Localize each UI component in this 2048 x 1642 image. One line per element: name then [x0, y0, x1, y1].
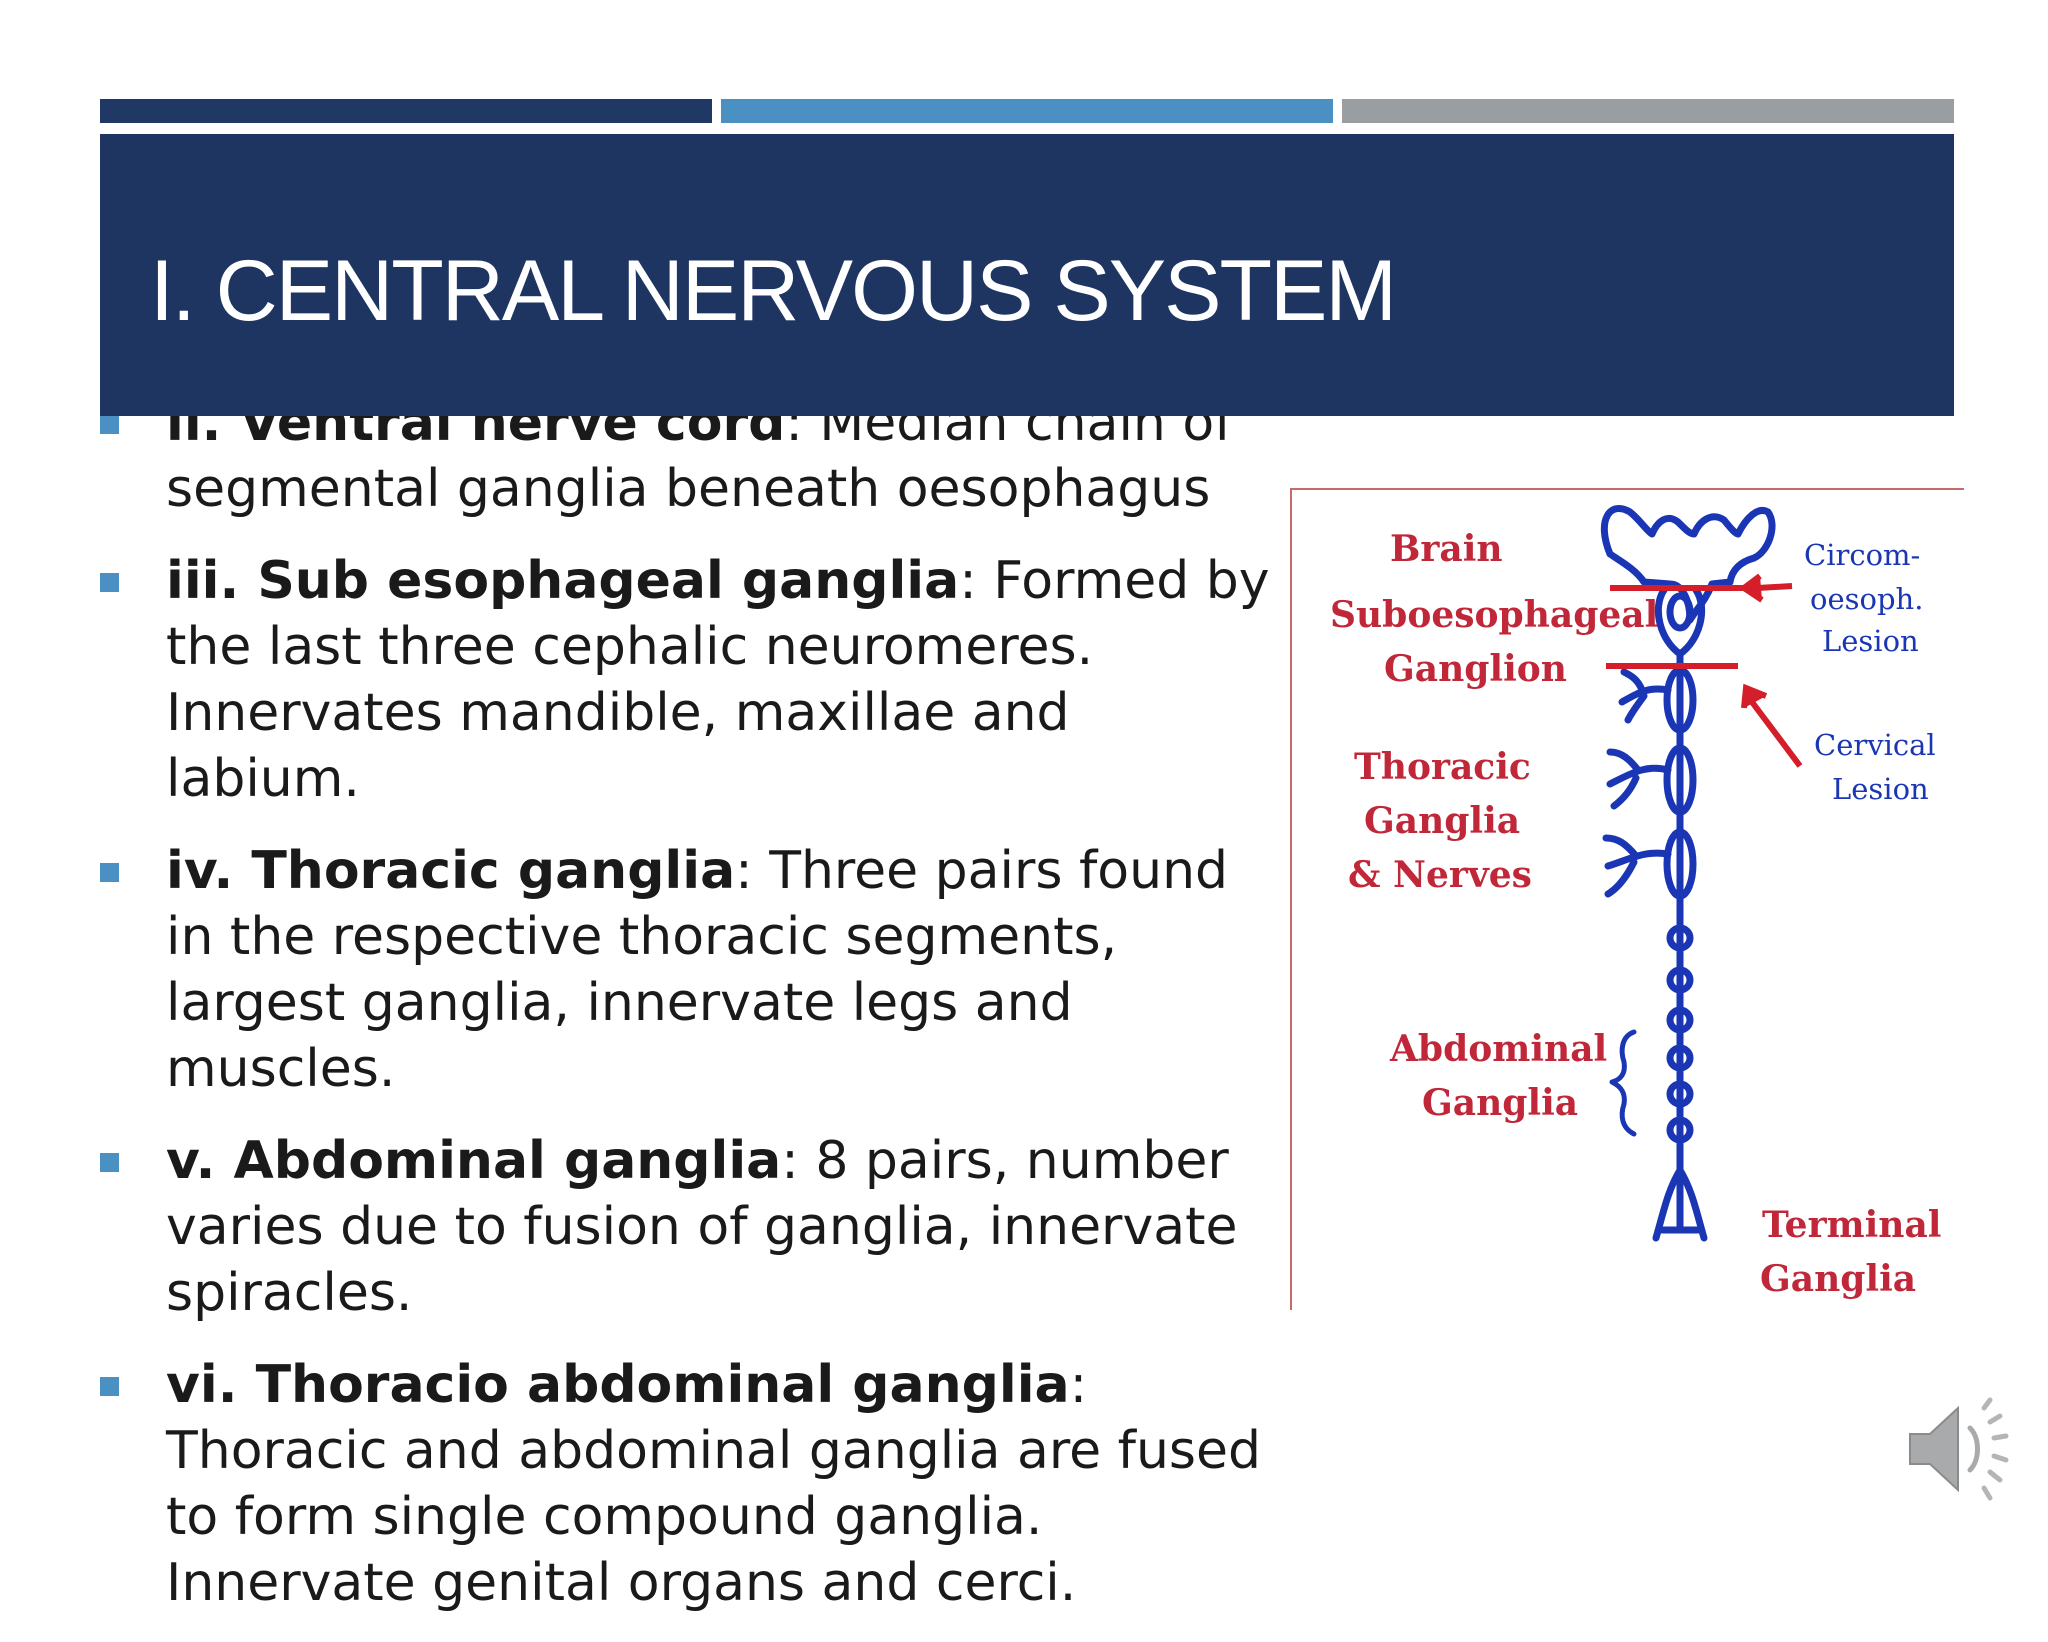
- bullet-marker: [100, 573, 119, 592]
- bullet-item: iii. Sub esophageal ganglia: Formed by t…: [100, 548, 1270, 812]
- bullet-item: v. Abdominal ganglia: 8 pairs, number va…: [100, 1128, 1270, 1326]
- label-abdominal-1: Abdominal: [1390, 1028, 1608, 1070]
- accent-bar-gray: [1342, 99, 1954, 123]
- lesion-markers: [1606, 573, 1803, 768]
- bullet-term: iv. Thoracic ganglia: [166, 841, 736, 901]
- label-terminal-2: Ganglia: [1760, 1258, 1917, 1300]
- nerve-cord-drawing: [1600, 505, 1776, 1242]
- bullet-term: v. Abdominal ganglia: [166, 1131, 782, 1191]
- label-thoracic-3: & Nerves: [1348, 854, 1532, 896]
- title-band: I. CENTRAL NERVOUS SYSTEM: [100, 134, 1954, 416]
- bullet-term: iii. Sub esophageal ganglia: [166, 551, 960, 611]
- bullet-item: vi. Thoracio abdominal ganglia: Thoracic…: [100, 1352, 1270, 1616]
- bullet-marker: [100, 1377, 119, 1396]
- bullet-marker: [100, 1153, 119, 1172]
- accent-bar-blue: [721, 99, 1333, 123]
- bullet-item: ii. Ventral nerve cord: Median chain of …: [100, 390, 1270, 522]
- bullet-marker: [100, 415, 119, 434]
- bullet-text: : Median chain of segmental ganglia bene…: [166, 393, 1233, 519]
- label-brain: Brain: [1390, 528, 1503, 570]
- bullet-marker: [100, 863, 119, 882]
- slide-title: I. CENTRAL NERVOUS SYSTEM: [150, 243, 1397, 339]
- speaker-icon[interactable]: [1904, 1394, 2014, 1504]
- bullet-text: : 8 pairs, number varies due to fusion o…: [166, 1131, 1238, 1323]
- label-subesophageal-2: Ganglion: [1384, 648, 1567, 690]
- label-subesophageal-1: Suboesophageal: [1330, 594, 1659, 636]
- label-circum-1: Circom-: [1804, 538, 1921, 572]
- bullet-item: iv. Thoracic ganglia: Three pairs found …: [100, 838, 1270, 1102]
- label-cervical-1: Cervical: [1814, 728, 1936, 762]
- bullet-list: ii. Ventral nerve cord: Median chain of …: [100, 390, 1270, 1642]
- label-terminal-1: Terminal: [1762, 1204, 1942, 1246]
- bullet-text: : Formed by the last three cephalic neur…: [166, 551, 1270, 809]
- diagram-drawing: [1600, 505, 1803, 1242]
- label-circum-3: Lesion: [1822, 624, 1919, 658]
- label-thoracic-1: Thoracic: [1354, 746, 1531, 788]
- label-thoracic-2: Ganglia: [1364, 800, 1521, 842]
- label-abdominal-2: Ganglia: [1422, 1082, 1579, 1124]
- bullet-text: : Three pairs found in the respective th…: [166, 841, 1229, 1099]
- label-circum-2: oesoph.: [1810, 582, 1924, 616]
- label-cervical-2: Lesion: [1832, 772, 1929, 806]
- accent-bar-dark: [100, 99, 712, 123]
- nervous-system-diagram: Brain Suboesophageal Ganglion Thoracic G…: [1290, 488, 1964, 1310]
- bullet-term: vi. Thoracio abdominal ganglia: [166, 1355, 1070, 1415]
